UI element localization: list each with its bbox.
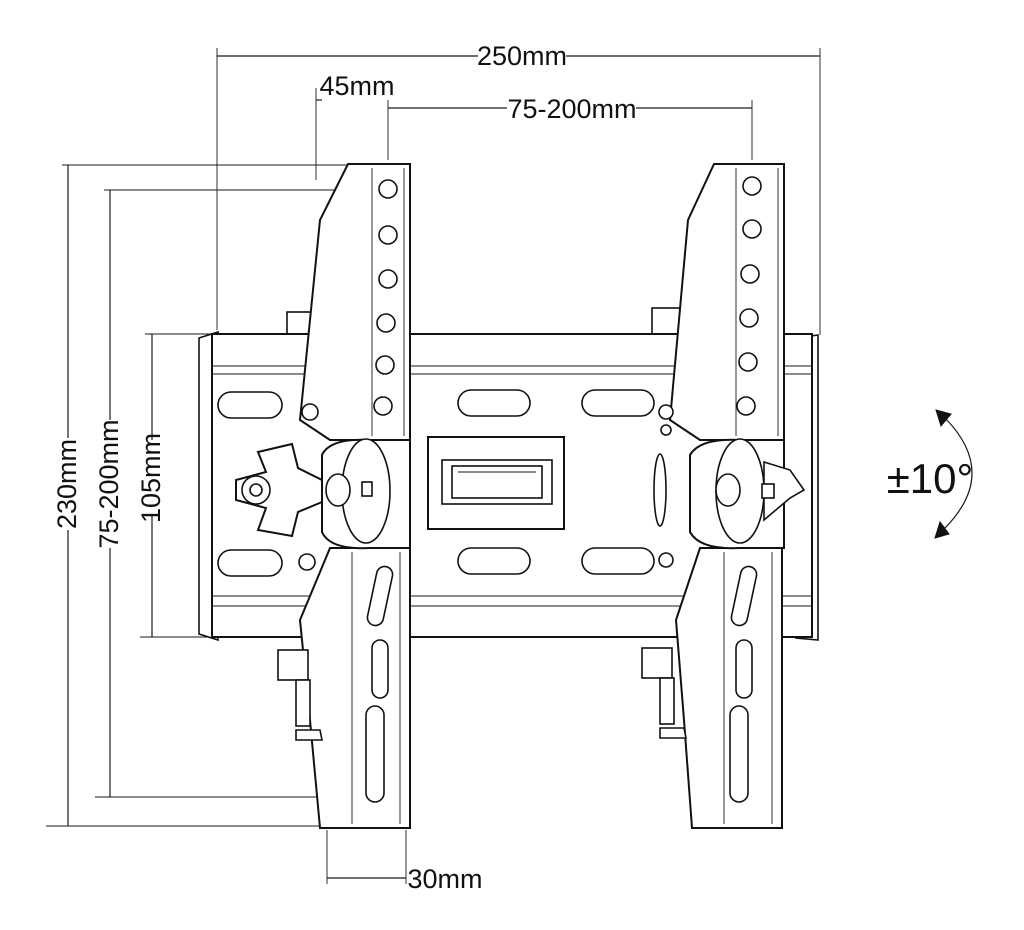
dimension-lines: [46, 48, 821, 884]
vertical-vesa-label: 75-200mm: [94, 419, 124, 548]
arm-offset-label: 45mm: [319, 71, 394, 101]
overall-height-label: 230mm: [52, 439, 82, 529]
arm-width-label: 30mm: [407, 864, 482, 894]
left-arm-holes: [365, 179, 398, 803]
plate-height-label: 105mm: [136, 433, 166, 523]
overall-width-label: 250mm: [477, 41, 567, 71]
horizontal-vesa-label: 75-200mm: [507, 94, 636, 124]
tilt-angle-label: ±10°: [887, 455, 974, 502]
right-arm: [641, 163, 806, 829]
right-arm-holes: [729, 176, 762, 803]
tilt-up-arrow-icon: [935, 409, 952, 428]
tilt-down-arrow-icon: [934, 520, 950, 539]
tilt-indicator: [934, 409, 973, 539]
